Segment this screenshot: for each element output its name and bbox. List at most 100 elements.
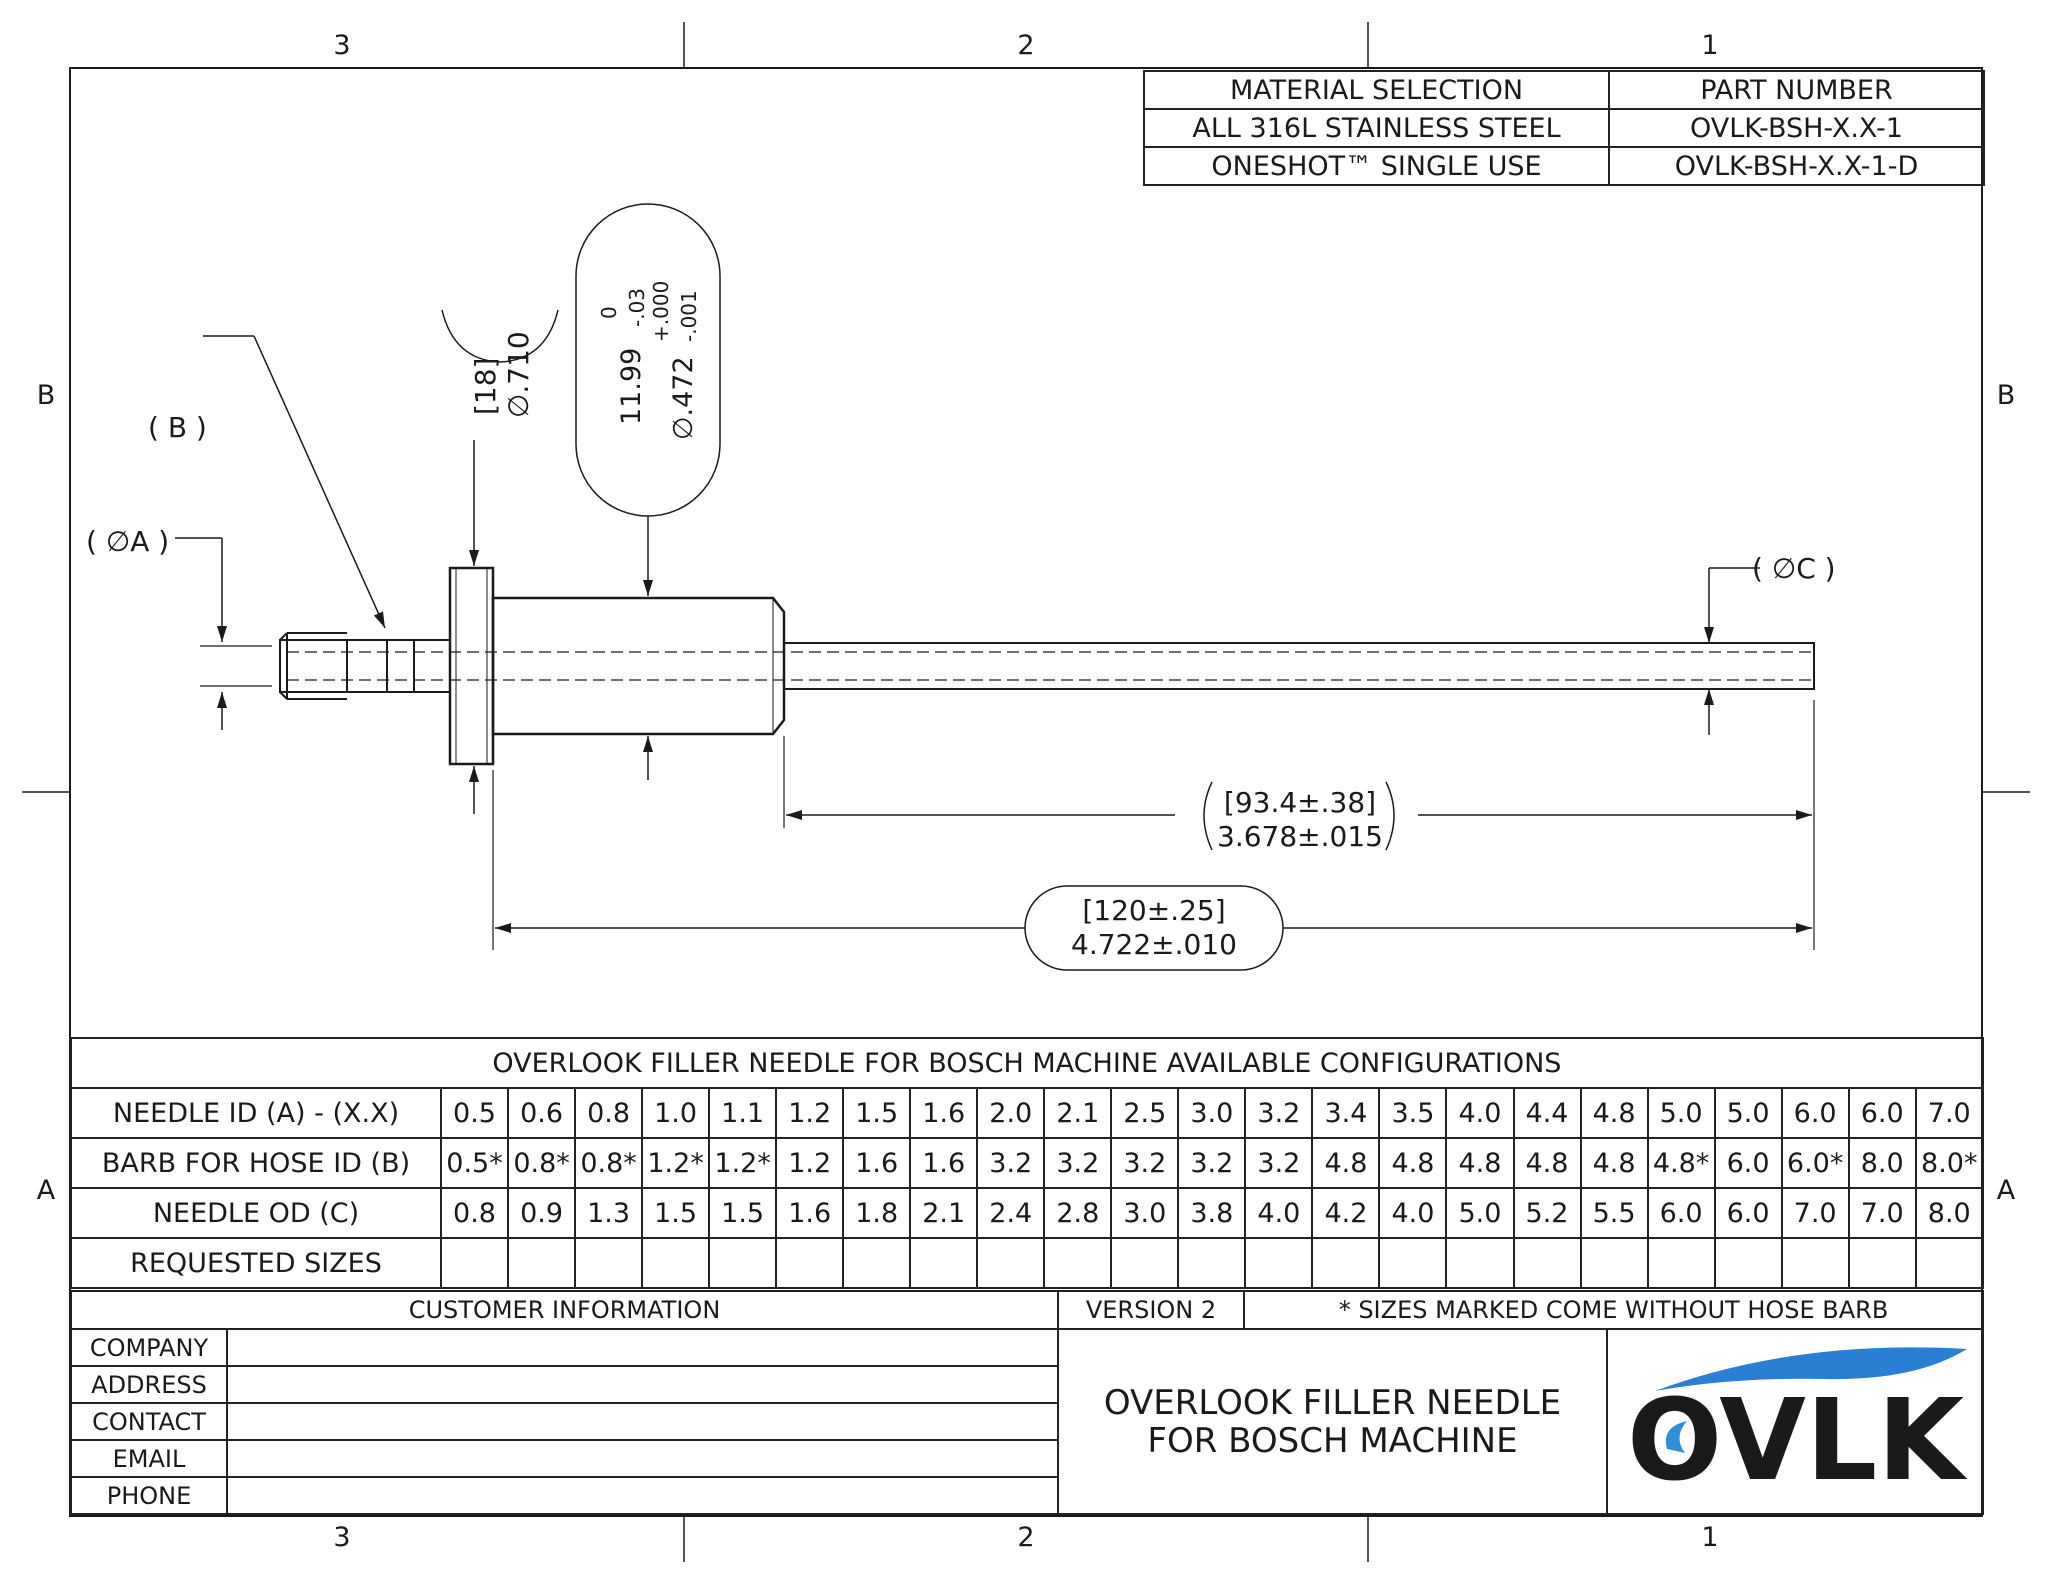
config-value-cell: 8.0 bbox=[1914, 1187, 1984, 1239]
config-row-label: NEEDLE ID (A) - (X.X) bbox=[70, 1087, 442, 1139]
config-value-cell: 0.8 bbox=[439, 1187, 510, 1239]
config-value-cell: 1.0 bbox=[641, 1087, 711, 1139]
part-number-cell: OVLK-BSH-X.X-1-D bbox=[1608, 146, 1985, 186]
zone-left-b: B bbox=[36, 380, 56, 411]
config-value-cell: 6.0* bbox=[1780, 1137, 1850, 1189]
config-value-cell: 1.6 bbox=[909, 1087, 979, 1139]
config-value-cell: 1.2* bbox=[708, 1137, 778, 1189]
zone-bottom-1: 1 bbox=[1701, 1522, 1719, 1553]
config-value-cell: 5.5 bbox=[1579, 1187, 1649, 1239]
field-contact-label: CONTACT bbox=[70, 1402, 228, 1441]
requested-size-cell[interactable] bbox=[574, 1237, 644, 1289]
field-phone-value[interactable] bbox=[226, 1476, 1059, 1515]
config-value-cell: 4.0 bbox=[1445, 1087, 1515, 1139]
config-value-cell: 3.2 bbox=[1244, 1087, 1314, 1139]
requested-size-cell[interactable] bbox=[1847, 1237, 1917, 1289]
config-value-cell: 1.5 bbox=[708, 1187, 778, 1239]
needle-tube bbox=[783, 642, 1815, 690]
part-number-header: PART NUMBER bbox=[1608, 70, 1985, 110]
config-value-cell: 1.2* bbox=[641, 1137, 711, 1189]
config-row-label: REQUESTED SIZES bbox=[70, 1237, 442, 1289]
config-row-requested-sizes: REQUESTED SIZES bbox=[70, 1237, 1984, 1289]
config-value-cell: 0.8* bbox=[574, 1137, 644, 1189]
requested-size-cell[interactable] bbox=[1646, 1237, 1716, 1289]
requested-size-cell[interactable] bbox=[1780, 1237, 1850, 1289]
config-value-cell: 4.8 bbox=[1378, 1137, 1448, 1189]
body-dim-imperial-upper: +.000 bbox=[649, 281, 673, 342]
config-value-cell: 3.4 bbox=[1311, 1087, 1381, 1139]
requested-size-cell[interactable] bbox=[1177, 1237, 1247, 1289]
config-value-cell: 6.0 bbox=[1713, 1137, 1783, 1189]
config-value-cell: 4.2 bbox=[1311, 1187, 1381, 1239]
config-value-cell: 3.0 bbox=[1177, 1087, 1247, 1139]
zone-right-a: A bbox=[1996, 1175, 2016, 1206]
requested-size-cell[interactable] bbox=[976, 1237, 1046, 1289]
config-value-cell: 0.5* bbox=[439, 1137, 510, 1189]
requested-size-cell[interactable] bbox=[1244, 1237, 1314, 1289]
requested-size-cell[interactable] bbox=[708, 1237, 778, 1289]
config-value-cell: 6.0 bbox=[1780, 1087, 1850, 1139]
requested-size-cell[interactable] bbox=[1713, 1237, 1783, 1289]
requested-size-cell[interactable] bbox=[1445, 1237, 1515, 1289]
flange-dim-metric: [18] bbox=[469, 358, 502, 415]
config-value-cell: 5.0 bbox=[1646, 1087, 1716, 1139]
config-value-cell: 5.0 bbox=[1713, 1087, 1783, 1139]
field-email-value[interactable] bbox=[226, 1439, 1059, 1478]
config-value-cell: 4.8 bbox=[1579, 1087, 1649, 1139]
configurations-table: OVERLOOK FILLER NEEDLE FOR BOSCH MACHINE… bbox=[70, 1037, 1984, 1289]
requested-size-cell[interactable] bbox=[1043, 1237, 1113, 1289]
config-value-cell: 7.0 bbox=[1847, 1187, 1917, 1239]
field-contact-value[interactable] bbox=[226, 1402, 1059, 1441]
requested-size-cell[interactable] bbox=[775, 1237, 845, 1289]
config-value-cell: 0.6 bbox=[507, 1087, 577, 1139]
requested-size-cell[interactable] bbox=[641, 1237, 711, 1289]
config-value-cell: 1.2 bbox=[775, 1137, 845, 1189]
label-b: ( B ) bbox=[148, 411, 207, 444]
config-value-cell: 1.6 bbox=[842, 1137, 912, 1189]
config-value-cell: 0.8 bbox=[574, 1087, 644, 1139]
field-phone-label: PHONE bbox=[70, 1476, 228, 1515]
config-value-cell: 2.4 bbox=[976, 1187, 1046, 1239]
requested-size-cell[interactable] bbox=[507, 1237, 577, 1289]
config-row-label: BARB FOR HOSE ID (B) bbox=[70, 1137, 442, 1189]
config-value-cell: 5.2 bbox=[1512, 1187, 1582, 1239]
requested-size-cell[interactable] bbox=[1311, 1237, 1381, 1289]
requested-size-cell[interactable] bbox=[1110, 1237, 1180, 1289]
zone-bottom-3: 3 bbox=[333, 1522, 351, 1553]
requested-size-cell[interactable] bbox=[1579, 1237, 1649, 1289]
field-company-value[interactable] bbox=[226, 1328, 1059, 1367]
label-dia-c: ( ∅C ) bbox=[1752, 552, 1836, 585]
zone-right-b: B bbox=[1996, 380, 2016, 411]
config-value-cell: 2.1 bbox=[1043, 1087, 1113, 1139]
config-value-cell: 3.0 bbox=[1110, 1187, 1180, 1239]
config-value-cell: 4.8 bbox=[1445, 1137, 1515, 1189]
logo-cell: OVLK bbox=[1606, 1328, 1984, 1515]
config-value-cell: 4.8 bbox=[1579, 1137, 1649, 1189]
config-value-cell: 2.5 bbox=[1110, 1087, 1180, 1139]
configurations-title: OVERLOOK FILLER NEEDLE FOR BOSCH MACHINE… bbox=[70, 1037, 1984, 1089]
drawing-title: OVERLOOK FILLER NEEDLE FOR BOSCH MACHINE bbox=[1057, 1328, 1608, 1515]
body-dim-imperial: ∅.472 bbox=[668, 356, 699, 440]
tube-length-imperial: 3.678±.015 bbox=[1217, 820, 1383, 853]
logo-text: OVLK bbox=[1627, 1376, 1968, 1506]
requested-size-cell[interactable] bbox=[1914, 1237, 1984, 1289]
config-value-cell: 3.2 bbox=[1043, 1137, 1113, 1189]
field-address-value[interactable] bbox=[226, 1365, 1059, 1404]
label-dia-a: ( ∅A ) bbox=[86, 525, 169, 558]
drawing-title-line2: FOR BOSCH MACHINE bbox=[1147, 1420, 1518, 1461]
config-value-cell: 4.8* bbox=[1646, 1137, 1716, 1189]
requested-size-cell[interactable] bbox=[909, 1237, 979, 1289]
config-value-cell: 1.2 bbox=[775, 1087, 845, 1139]
requested-size-cell[interactable] bbox=[1378, 1237, 1448, 1289]
config-value-cell: 1.5 bbox=[842, 1087, 912, 1139]
requested-size-cell[interactable] bbox=[439, 1237, 510, 1289]
field-email-label: EMAIL bbox=[70, 1439, 228, 1478]
requested-size-cell[interactable] bbox=[1512, 1237, 1582, 1289]
requested-size-cell[interactable] bbox=[842, 1237, 912, 1289]
config-value-cell: 3.8 bbox=[1177, 1187, 1247, 1239]
overall-length-metric: [120±.25] bbox=[1082, 894, 1225, 927]
config-row-label: NEEDLE OD (C) bbox=[70, 1187, 442, 1239]
config-value-cell: 6.0 bbox=[1713, 1187, 1783, 1239]
